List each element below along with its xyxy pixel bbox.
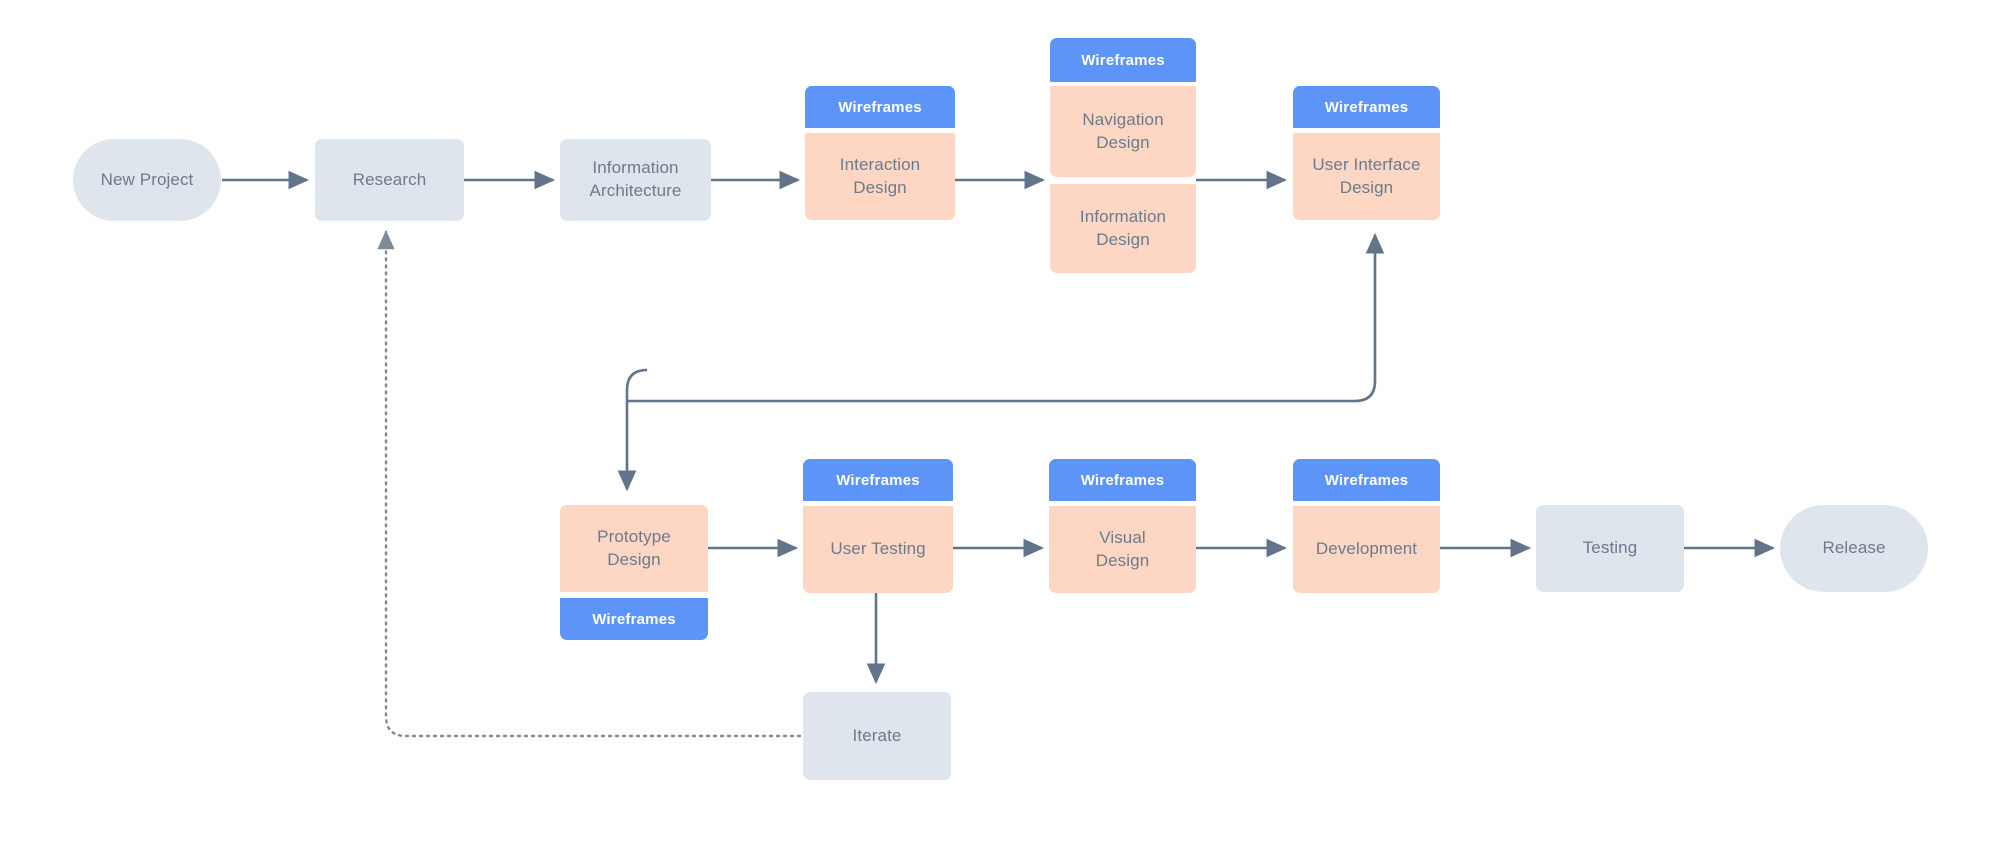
node-information-design[interactable]: Information Design bbox=[1050, 184, 1196, 273]
node-testing[interactable]: Testing bbox=[1536, 505, 1684, 592]
navigation-line1: Navigation bbox=[1082, 109, 1164, 129]
interaction-line1: Interaction bbox=[839, 154, 921, 174]
node-development[interactable]: Development bbox=[1293, 506, 1440, 593]
tag-wireframes-navigation-design[interactable]: Wireframes bbox=[1050, 38, 1196, 82]
node-prototype-design[interactable]: Prototype Design bbox=[560, 505, 708, 592]
tag-wireframes-label: Wireframes bbox=[838, 98, 922, 116]
node-development-label: Development bbox=[1315, 539, 1418, 559]
tag-wireframes-label: Wireframes bbox=[592, 610, 676, 628]
node-interaction-design-label: Interaction Design bbox=[840, 154, 920, 200]
node-navigation-design-label: Navigation Design bbox=[1082, 109, 1163, 155]
node-testing-label: Testing bbox=[1582, 538, 1638, 558]
visual-line1: Visual bbox=[1099, 527, 1146, 547]
node-new-project-label: New Project bbox=[100, 169, 194, 189]
prototype-line2: Design bbox=[607, 549, 661, 569]
node-iterate[interactable]: Iterate bbox=[803, 692, 951, 780]
node-information-design-label: Information Design bbox=[1080, 206, 1166, 252]
prototype-line1: Prototype bbox=[597, 526, 671, 546]
tag-wireframes-label: Wireframes bbox=[836, 471, 920, 489]
tag-wireframes-development[interactable]: Wireframes bbox=[1293, 459, 1440, 501]
node-research-label: Research bbox=[352, 169, 427, 189]
tag-wireframes-label: Wireframes bbox=[1080, 471, 1165, 489]
edge-iterate-to-research-dotted-feedback bbox=[377, 230, 802, 738]
infodesign-line1: Information bbox=[1079, 206, 1167, 226]
node-user-interface-design[interactable]: User Interface Design bbox=[1293, 133, 1440, 220]
node-release[interactable]: Release bbox=[1780, 505, 1928, 592]
interaction-line2: Design bbox=[853, 177, 907, 197]
node-new-project[interactable]: New Project bbox=[73, 139, 221, 221]
edge-development-to-user-interface-design-feedback bbox=[627, 232, 1385, 403]
node-information-architecture-label: Information Architecture bbox=[590, 157, 682, 203]
node-information-architecture[interactable]: Information Architecture bbox=[560, 139, 711, 221]
infodesign-line2: Design bbox=[1096, 229, 1150, 249]
node-prototype-design-label: Prototype Design bbox=[597, 526, 671, 572]
visual-line2: Design bbox=[1095, 550, 1150, 570]
node-navigation-design[interactable]: Navigation Design bbox=[1050, 86, 1196, 177]
uid-line2: Design bbox=[1339, 177, 1394, 197]
navigation-line2: Design bbox=[1096, 132, 1150, 152]
node-user-interface-design-label: User Interface Design bbox=[1312, 154, 1420, 200]
edge-user-interface-design-to-prototype-design bbox=[617, 470, 637, 492]
tag-wireframes-label: Wireframes bbox=[1081, 51, 1165, 69]
tag-wireframes-label: Wireframes bbox=[1324, 98, 1409, 116]
tag-wireframes-label: Wireframes bbox=[1324, 471, 1409, 489]
uid-line1: User Interface bbox=[1312, 154, 1421, 174]
edge-loop-down-to-prototype-design bbox=[617, 368, 648, 492]
node-user-testing[interactable]: User Testing bbox=[803, 506, 953, 593]
node-user-testing-label: User Testing bbox=[830, 539, 926, 559]
node-interaction-design[interactable]: Interaction Design bbox=[805, 133, 955, 220]
ia-line1: Information bbox=[592, 158, 679, 178]
ia-line2: Architecture bbox=[589, 181, 682, 200]
tag-wireframes-interaction-design[interactable]: Wireframes bbox=[805, 86, 955, 128]
tag-wireframes-user-interface-design[interactable]: Wireframes bbox=[1293, 86, 1440, 128]
tag-wireframes-visual-design[interactable]: Wireframes bbox=[1049, 459, 1196, 501]
node-iterate-label: Iterate bbox=[852, 725, 902, 745]
tag-wireframes-user-testing[interactable]: Wireframes bbox=[803, 459, 953, 501]
tag-wireframes-prototype-design[interactable]: Wireframes bbox=[560, 598, 708, 640]
node-release-label: Release bbox=[1822, 538, 1886, 558]
node-visual-design-label: Visual Design bbox=[1096, 527, 1150, 573]
node-research[interactable]: Research bbox=[315, 139, 464, 221]
node-visual-design[interactable]: Visual Design bbox=[1049, 506, 1196, 593]
